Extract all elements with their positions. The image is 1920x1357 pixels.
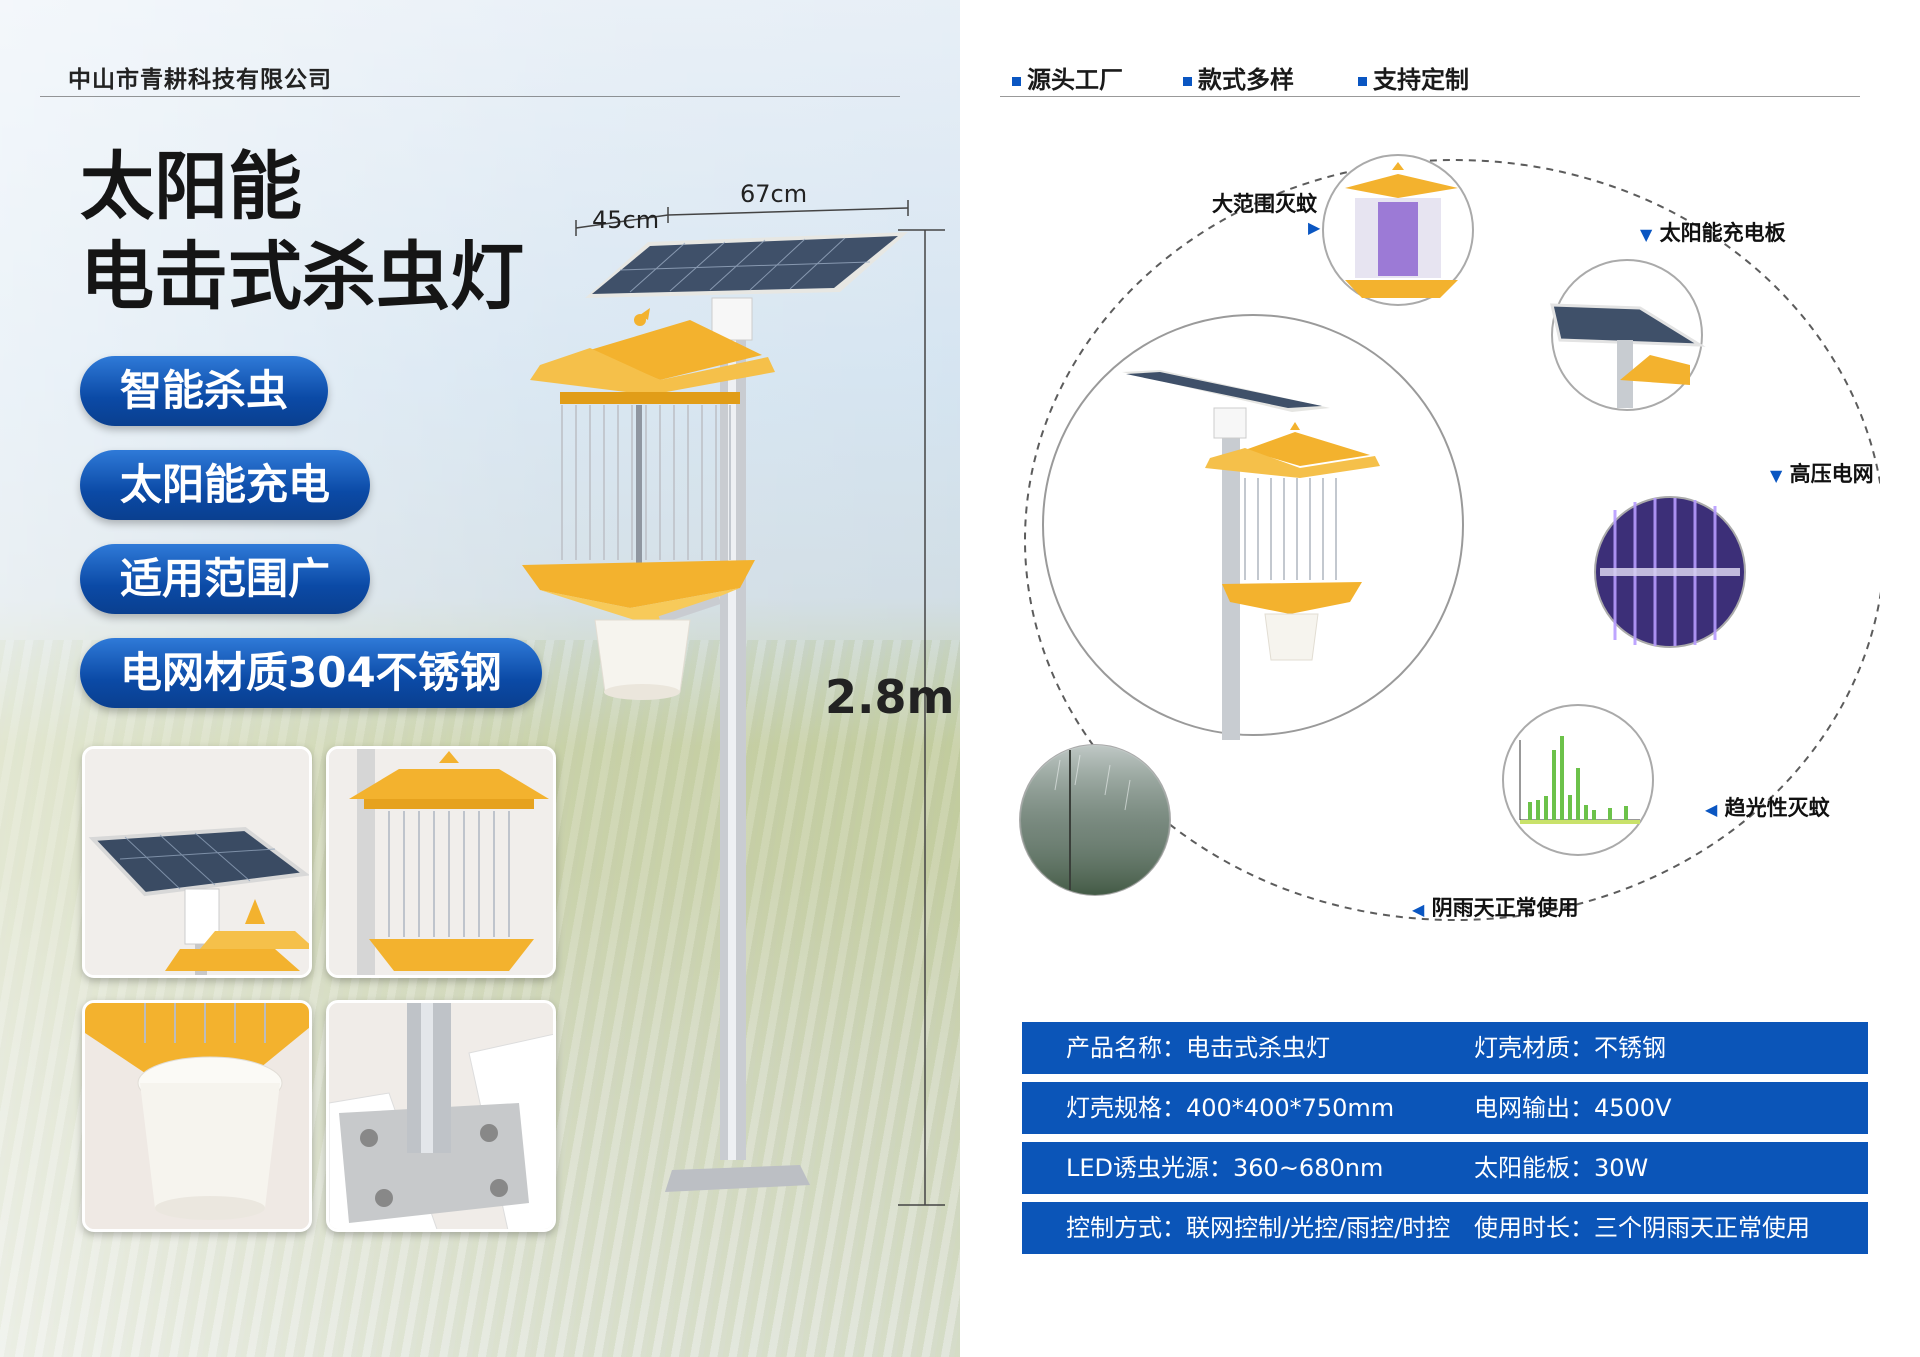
- spec-row: 产品名称：电击式杀虫灯 灯壳材质：不锈钢: [1022, 1022, 1868, 1074]
- label-phototaxis: ◀ 趋光性灭蚊: [1705, 792, 1830, 822]
- spec-cell: 太阳能板：30W: [1474, 1154, 1649, 1182]
- left-page: 中山市青耕科技有限公司 太阳能 电击式杀虫灯 智能杀虫 太阳能充电 适用范围广 …: [0, 0, 960, 1357]
- thumb-solar-panel: [82, 746, 312, 978]
- dim-width-label: 67cm: [740, 180, 808, 208]
- arrow-down-icon: ▼: [1770, 466, 1783, 485]
- bullet-square-icon: [1012, 76, 1021, 86]
- label-rainy-text: 阴雨天正常使用: [1431, 896, 1579, 920]
- tag-factory: 源头工厂: [1012, 60, 1123, 95]
- label-solar-panel-text: 太阳能充电板: [1659, 221, 1786, 245]
- label-wide-range: 大范围灭蚊: [1212, 188, 1317, 218]
- arrow-down-icon: ▼: [1640, 225, 1653, 244]
- thumb-lamp-head: [326, 746, 556, 978]
- spec-cell: 控制方式：联网控制/光控/雨控/时控: [1066, 1214, 1451, 1242]
- header-divider: [40, 96, 900, 97]
- company-name: 中山市青耕科技有限公司: [68, 67, 332, 93]
- tag-custom: 支持定制: [1358, 60, 1469, 95]
- main-product-illustration: [522, 200, 945, 1206]
- right-header-divider: [1000, 96, 1860, 97]
- dim-height-label: 2.8m: [825, 670, 955, 724]
- feature-diagram: [1019, 154, 1880, 921]
- spec-cell: 产品名称：电击式杀虫灯: [1066, 1034, 1330, 1062]
- bullet-square-icon: [1358, 76, 1367, 86]
- feature-pill-stainless: 电网材质304不锈钢: [80, 638, 542, 708]
- spec-cell: 灯壳规格：400*400*750mm: [1066, 1094, 1395, 1122]
- label-wide-range-text: 大范围灭蚊: [1212, 192, 1317, 216]
- thumb-base-plate: [326, 1000, 556, 1232]
- arrow-left-icon: ◀: [1705, 800, 1718, 819]
- title-line-2: 电击式杀虫灯: [80, 234, 524, 320]
- dim-depth-label: 45cm: [592, 206, 660, 234]
- label-phototaxis-text: 趋光性灭蚊: [1724, 796, 1830, 820]
- product-title: 太阳能 电击式杀虫灯: [80, 142, 524, 322]
- tag-custom-label: 支持定制: [1373, 66, 1469, 94]
- tag-variety: 款式多样: [1183, 60, 1294, 95]
- bullet-square-icon: [1183, 76, 1192, 86]
- label-hv-grid-text: 高压电网: [1789, 462, 1874, 486]
- tag-factory-label: 源头工厂: [1027, 66, 1123, 94]
- tag-variety-label: 款式多样: [1198, 66, 1294, 94]
- label-hv-grid: ▼ 高压电网: [1770, 458, 1874, 488]
- spec-cell: 电网输出：4500V: [1474, 1094, 1672, 1122]
- spec-row: 灯壳规格：400*400*750mm 电网输出：4500V: [1022, 1082, 1868, 1134]
- label-solar-panel: ▼ 太阳能充电板: [1640, 217, 1786, 247]
- spec-row: LED诱虫光源：360~680nm 太阳能板：30W: [1022, 1142, 1868, 1194]
- feature-pill-wide-range: 适用范围广: [80, 544, 371, 614]
- feature-pill-smart: 智能杀虫: [80, 356, 329, 426]
- spec-row: 控制方式：联网控制/光控/雨控/时控 使用时长：三个阴雨天正常使用: [1022, 1202, 1868, 1254]
- spec-cell: 使用时长：三个阴雨天正常使用: [1474, 1214, 1810, 1242]
- feature-pill-solar: 太阳能充电: [80, 450, 371, 520]
- spec-cell: 灯壳材质：不锈钢: [1474, 1034, 1666, 1062]
- label-rainy: ◀ 阴雨天正常使用: [1412, 892, 1579, 922]
- thumb-collection-bucket: [82, 1000, 312, 1232]
- title-line-1: 太阳能: [80, 144, 302, 230]
- arrow-left-icon: ◀: [1412, 900, 1425, 919]
- main-lamp-in-circle: [1122, 370, 1380, 740]
- arrow-right-icon: ▶: [1308, 218, 1321, 237]
- spec-cell: LED诱虫光源：360~680nm: [1066, 1154, 1384, 1182]
